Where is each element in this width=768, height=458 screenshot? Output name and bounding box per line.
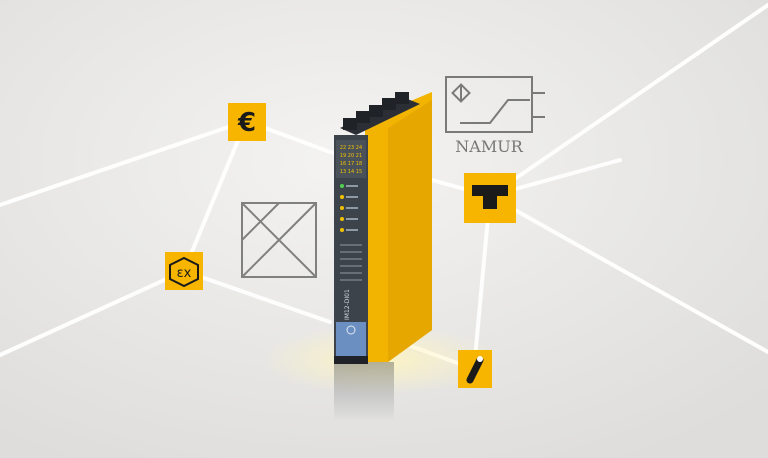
t-connector-badge <box>464 173 516 223</box>
device-blue-label <box>336 322 366 356</box>
switch-badge <box>458 350 492 388</box>
led-4 <box>340 217 344 221</box>
ex-hexagon-icon <box>169 256 199 288</box>
envelope-icon <box>241 202 317 278</box>
switch-icon <box>466 356 484 384</box>
t-connector-icon <box>472 185 508 196</box>
signal-isolator-device: 22 23 24 19 20 21 16 17 18 13 14 15 IM12… <box>334 92 432 364</box>
euro-badge: € <box>228 103 266 141</box>
led-pwr <box>340 184 344 188</box>
led-err2 <box>340 206 344 210</box>
euro-icon: € <box>237 108 256 138</box>
terminal-row-4: 13 14 15 <box>340 169 362 175</box>
terminal-row-1: 22 23 24 <box>340 145 362 151</box>
namur-sensor-icon <box>445 76 545 133</box>
svg-text:εx: εx <box>177 266 192 281</box>
device-reflection <box>334 362 394 422</box>
namur-label: NAMUR <box>455 137 523 156</box>
led-err <box>340 195 344 199</box>
led-5 <box>340 228 344 232</box>
ex-badge: εx <box>165 252 203 290</box>
device-vertical-label: IM12-DI01 <box>344 289 351 320</box>
terminal-row-2: 19 20 21 <box>340 153 362 159</box>
terminal-row-3: 16 17 18 <box>340 161 362 167</box>
